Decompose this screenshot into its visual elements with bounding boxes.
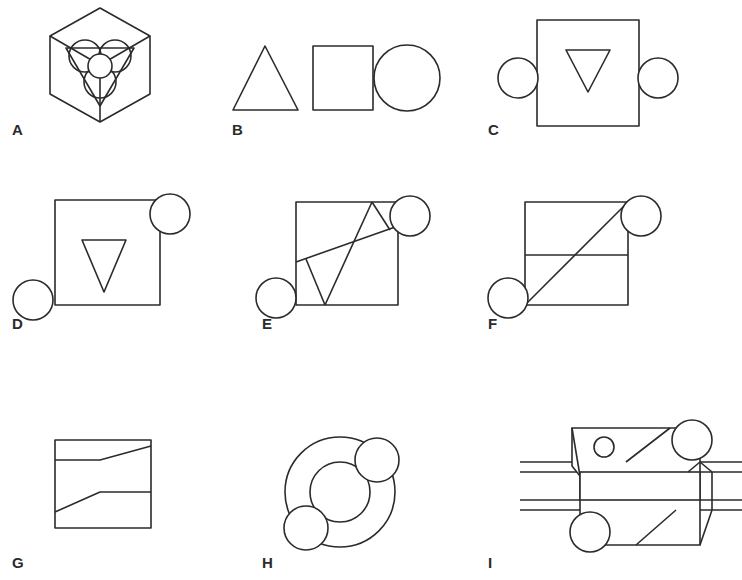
figure-letter: G — [12, 555, 24, 570]
figure-letter: I — [488, 555, 492, 570]
figure-g — [55, 440, 151, 528]
figure-letter: D — [12, 316, 23, 331]
figure-letter: B — [232, 122, 243, 137]
figure-e — [256, 196, 430, 318]
figure-a — [50, 8, 150, 122]
figure-d — [13, 194, 190, 320]
figure-letter: E — [262, 316, 272, 331]
figure-b — [233, 45, 440, 111]
figure-letter: C — [488, 122, 499, 137]
figure-letter: A — [12, 122, 23, 137]
figure-c — [498, 20, 678, 126]
figure-h — [284, 437, 399, 550]
figure-letter: H — [262, 555, 273, 570]
figure-i — [520, 420, 742, 552]
figure-letter: F — [488, 316, 497, 331]
figure-f — [488, 196, 661, 318]
